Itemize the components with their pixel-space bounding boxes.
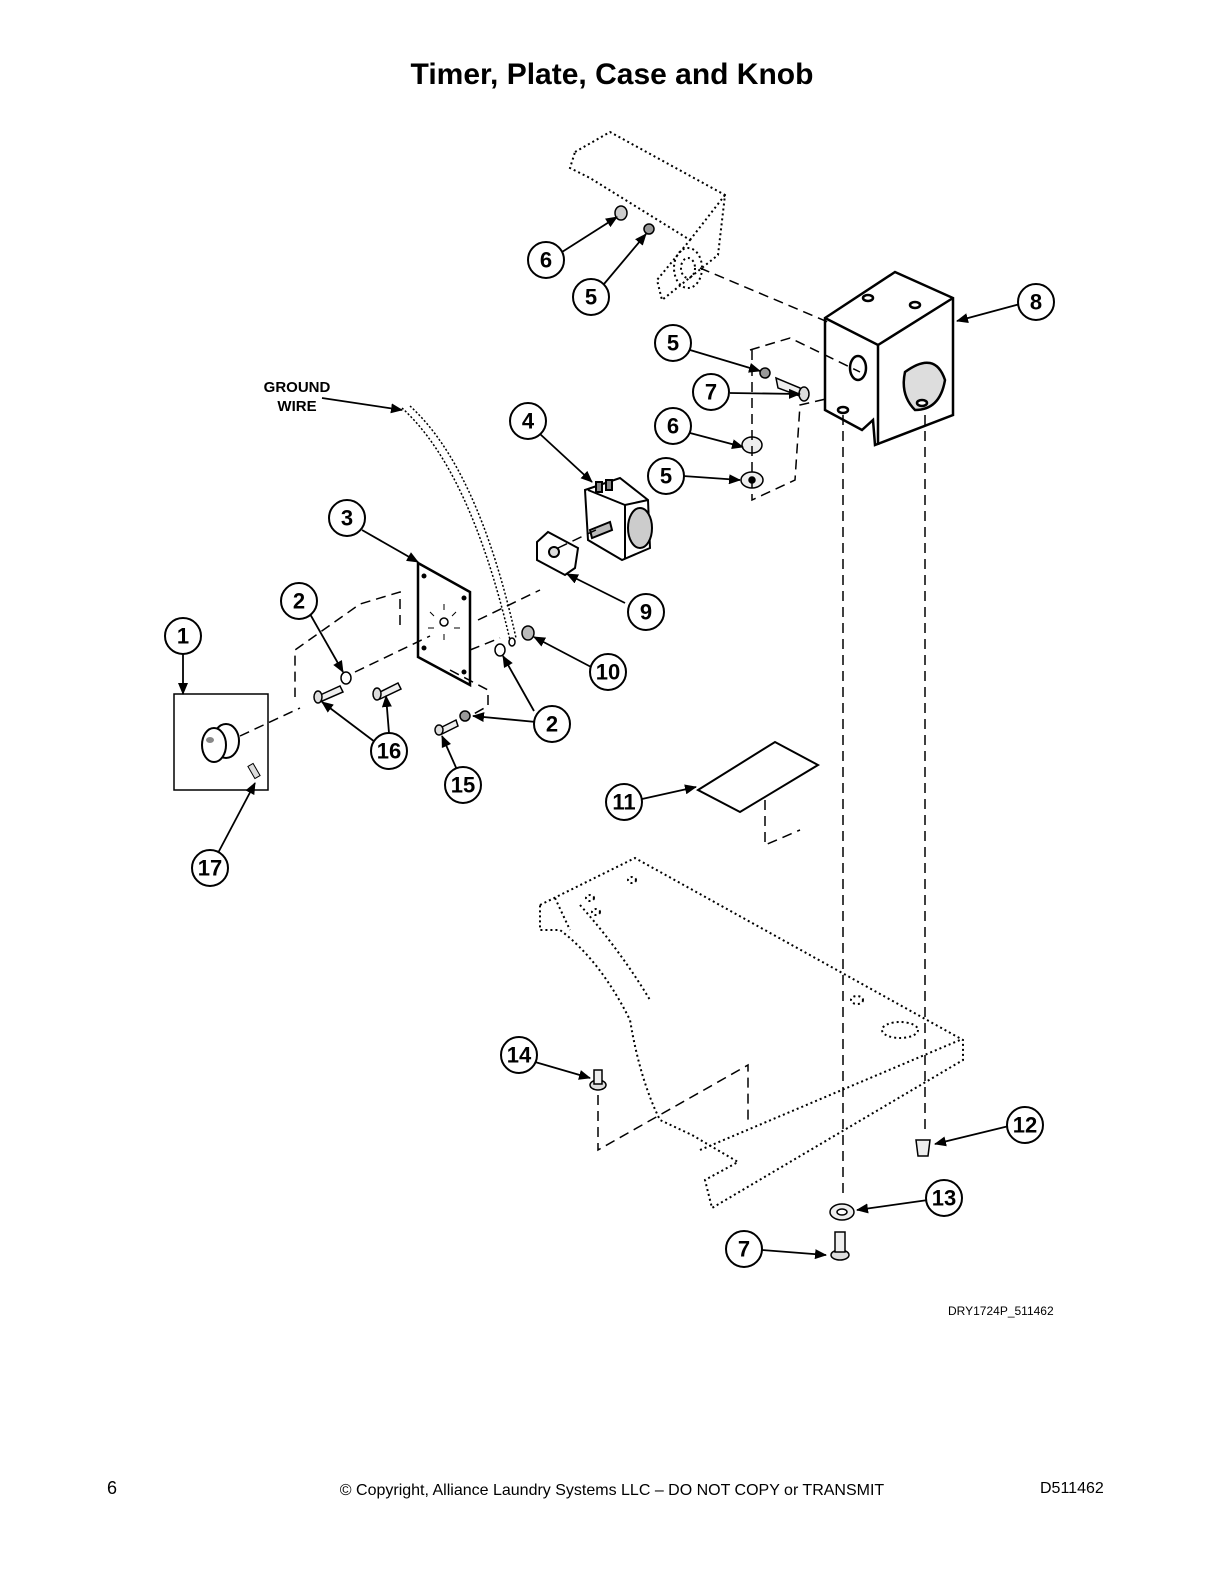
svg-text:16: 16: [377, 739, 401, 764]
callout-5b[interactable]: 5: [654, 324, 692, 362]
svg-text:5: 5: [667, 331, 679, 356]
svg-text:17: 17: [198, 856, 222, 881]
timer-case: [823, 270, 955, 447]
callout-1[interactable]: 1: [164, 617, 202, 655]
svg-text:4: 4: [522, 409, 535, 434]
svg-text:13: 13: [932, 1186, 956, 1211]
document-number: D511462: [1040, 1480, 1104, 1497]
assembly-lines: [239, 267, 926, 1195]
svg-text:7: 7: [705, 380, 717, 405]
svg-text:8: 8: [1030, 290, 1042, 315]
console-base: [539, 856, 964, 1210]
svg-text:12: 12: [1013, 1113, 1037, 1138]
timer: [583, 476, 653, 562]
ground-wire: [401, 405, 517, 641]
callout-16[interactable]: 16: [370, 732, 408, 770]
svg-text:5: 5: [585, 285, 597, 310]
callout-2a[interactable]: 2: [280, 582, 318, 620]
svg-text:6: 6: [667, 414, 679, 439]
leader-arrows: [178, 216, 1021, 1260]
callout-2b[interactable]: 2: [533, 705, 571, 743]
drawing-id: DRY1724P_511462: [948, 1304, 1054, 1318]
svg-text:2: 2: [546, 712, 558, 737]
svg-text:1: 1: [177, 624, 189, 649]
callout-10[interactable]: 10: [589, 653, 627, 691]
callout-11[interactable]: 11: [605, 783, 643, 821]
ground-wire-label: GROUND WIRE: [255, 378, 339, 416]
callout-7b[interactable]: 7: [725, 1230, 763, 1268]
callout-12[interactable]: 12: [1006, 1106, 1044, 1144]
copyright-notice: © Copyright, Alliance Laundry Systems LL…: [339, 1482, 885, 1499]
callout-17[interactable]: 17: [191, 849, 229, 887]
svg-text:14: 14: [507, 1043, 532, 1068]
callout-15[interactable]: 15: [444, 766, 482, 804]
callout-13[interactable]: 13: [925, 1179, 963, 1217]
knob-inset: [173, 693, 269, 791]
callout-6a[interactable]: 6: [527, 241, 565, 279]
callout-7a[interactable]: 7: [692, 373, 730, 411]
ground-wire-label-line1: GROUND: [263, 379, 331, 396]
svg-text:6: 6: [540, 248, 552, 273]
callout-8[interactable]: 8: [1017, 283, 1055, 321]
callout-3[interactable]: 3: [328, 499, 366, 537]
page-number: 6: [107, 1478, 118, 1498]
svg-text:15: 15: [451, 773, 475, 798]
callout-14[interactable]: 14: [500, 1036, 538, 1074]
svg-text:5: 5: [660, 464, 672, 489]
decal: [695, 740, 821, 814]
svg-text:11: 11: [612, 790, 635, 815]
callout-5a[interactable]: 5: [572, 278, 610, 316]
timer-bracket: [536, 530, 580, 577]
svg-text:3: 3: [341, 506, 353, 531]
callout-6b[interactable]: 6: [654, 407, 692, 445]
svg-text:2: 2: [293, 589, 305, 614]
callout-5c[interactable]: 5: [647, 457, 685, 495]
svg-text:10: 10: [596, 660, 620, 685]
console-bracket: [568, 130, 727, 302]
svg-text:7: 7: [738, 1237, 750, 1262]
callout-4[interactable]: 4: [509, 402, 547, 440]
ground-wire-label-line2: WIRE: [277, 398, 317, 415]
svg-text:9: 9: [640, 600, 652, 625]
callout-9[interactable]: 9: [627, 593, 665, 631]
page-title: Timer, Plate, Case and Knob: [410, 58, 814, 91]
control-plate: [416, 560, 472, 688]
